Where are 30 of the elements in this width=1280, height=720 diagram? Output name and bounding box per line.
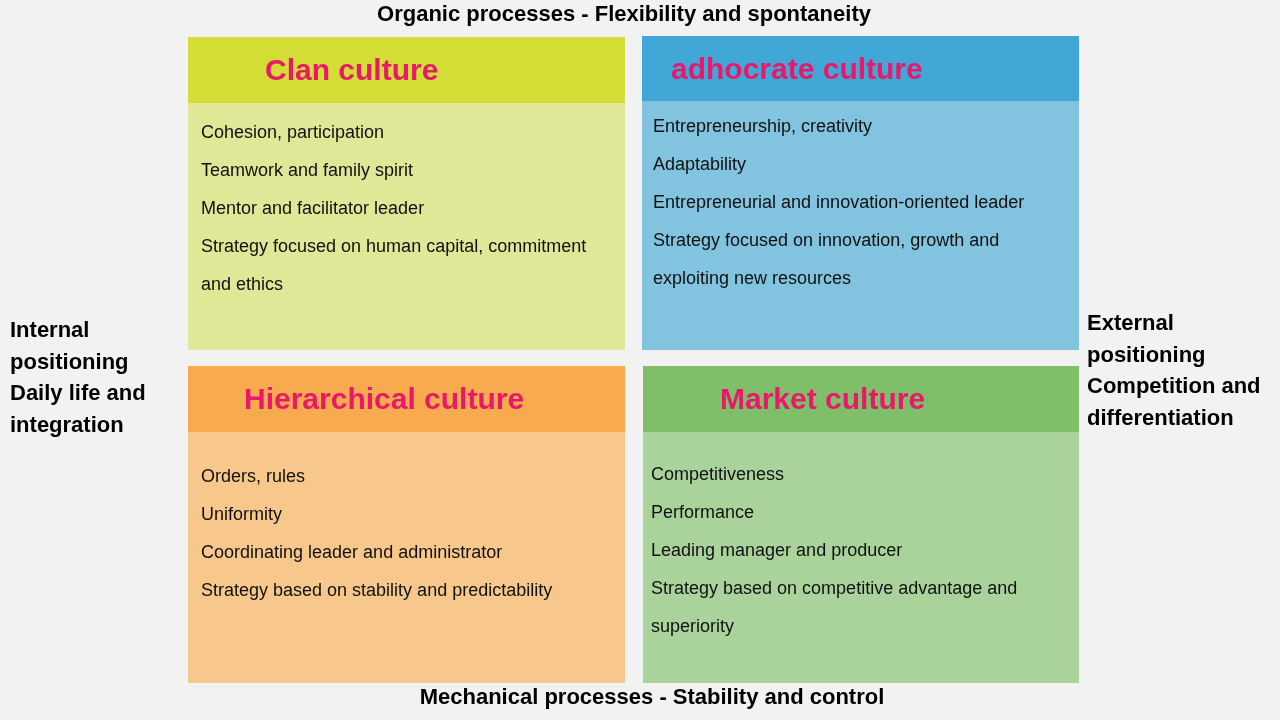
quadrant-panel (642, 36, 1079, 350)
quadrant-heading: Market culture (643, 366, 1079, 432)
characteristic-text: Leading manager and producer (651, 539, 904, 562)
characteristic-text: Teamwork and family spirit (201, 159, 415, 182)
quadrant-heading: adhocrate culture (642, 36, 1079, 101)
quadrant-heading: Hierarchical culture (188, 366, 625, 432)
axis-label: Internal positioning (10, 316, 130, 376)
characteristic-text: Performance (651, 501, 756, 524)
characteristic-text: Uniformity (201, 503, 283, 526)
quadrant-heading: Clan culture (188, 37, 625, 103)
axis-label: Organic processes - Flexibility and spontaneity (377, 0, 871, 28)
characteristic-text: Entrepreneurial and innovation-oriented leader (653, 191, 1026, 214)
characteristic-text: Strategy focused on innovation, growth and exploiting new resources (653, 229, 1001, 290)
characteristic-text: Strategy based on stability and predictability (201, 579, 554, 602)
quadrant-panel (188, 366, 625, 683)
characteristic-text: Orders, rules (201, 465, 307, 488)
characteristic-text: Strategy based on competitive advantage and superiority (651, 577, 1019, 638)
quadrant-panel (188, 37, 625, 350)
axis-label: External positioning (1087, 309, 1207, 369)
characteristic-text: Coordinating leader and administrator (201, 541, 504, 564)
characteristic-text: Cohesion, participation (201, 121, 386, 144)
characteristic-text: Adaptability (653, 153, 748, 176)
characteristic-text: Competitiveness (651, 463, 786, 486)
characteristic-text: Mentor and facilitator leader (201, 197, 426, 220)
characteristic-text: Strategy focused on human capital, commitment and ethics (201, 235, 588, 296)
axis-label: Daily life and integration (10, 379, 147, 439)
axis-label: Competition and differentiation (1087, 372, 1262, 432)
axis-label: Mechanical processes - Stability and control (419, 683, 885, 711)
characteristic-text: Entrepreneurship, creativity (653, 115, 874, 138)
quadrant-panel (643, 366, 1079, 683)
